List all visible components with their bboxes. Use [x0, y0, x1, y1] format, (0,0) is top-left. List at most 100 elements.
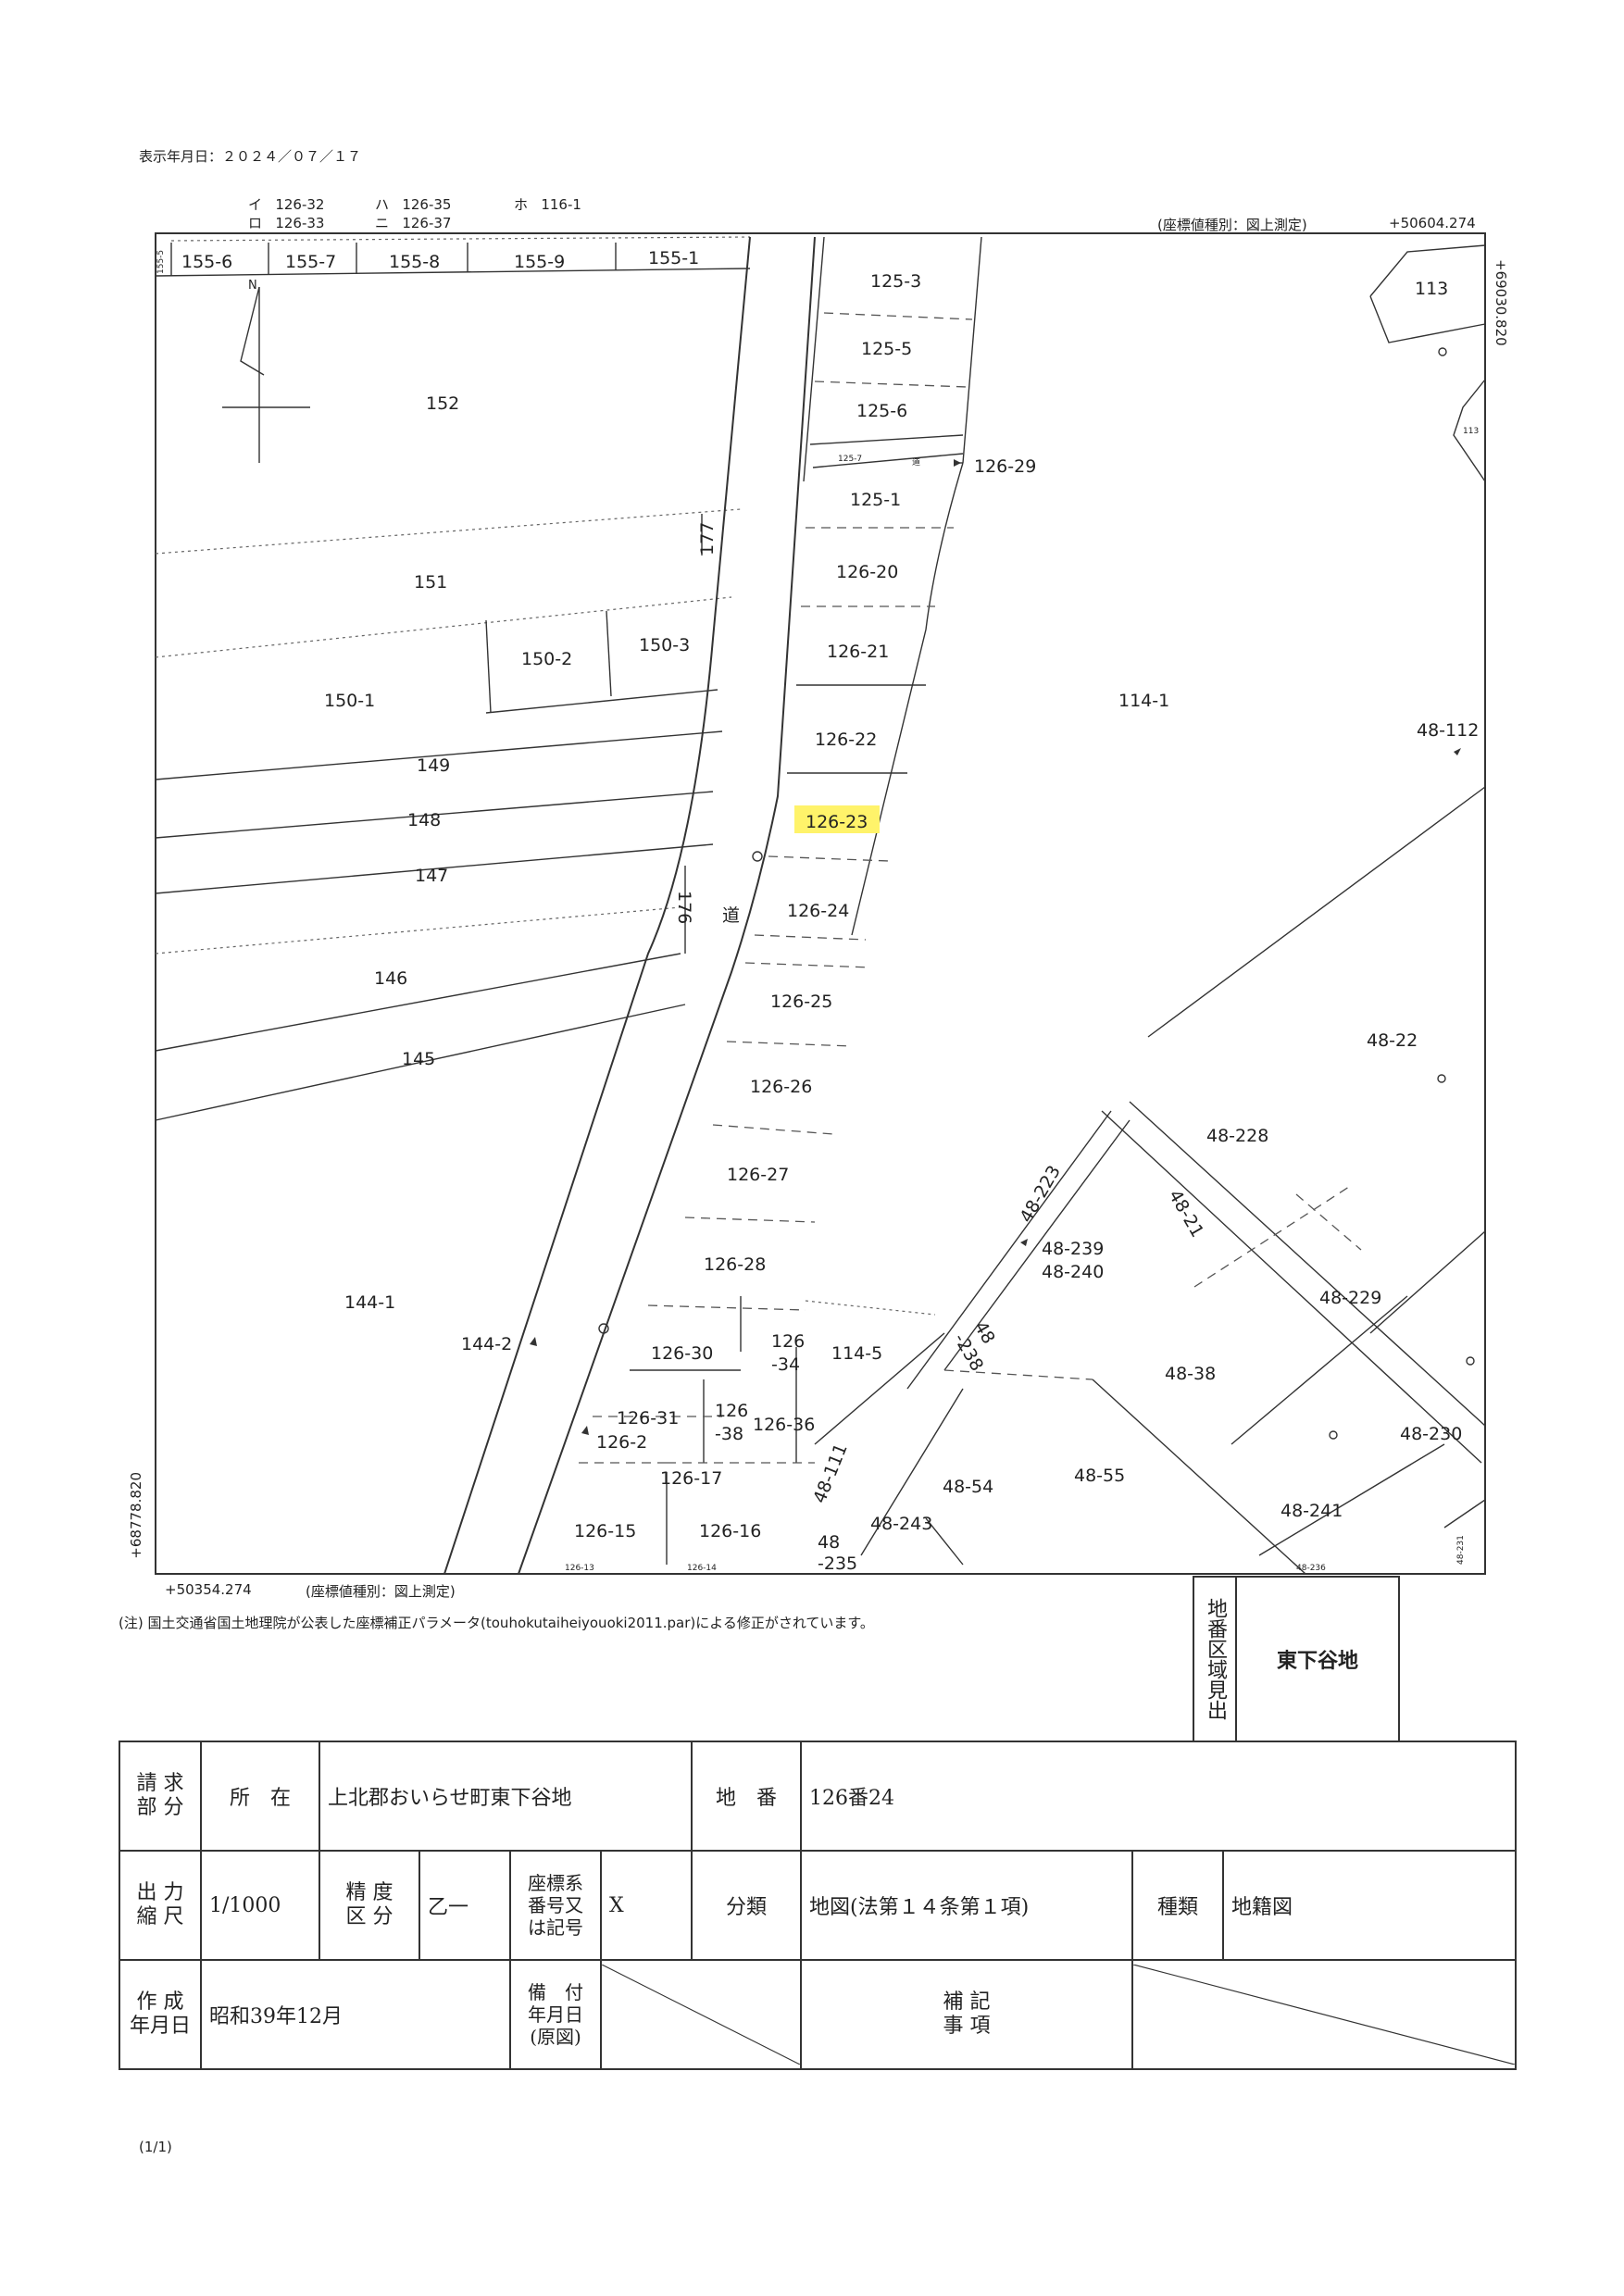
parcel-126-21: 126-21	[827, 642, 889, 662]
notes-label: 補 記 事 項	[800, 1959, 1133, 2070]
parcel-148: 148	[407, 810, 441, 830]
parcel-126-20: 126-20	[836, 562, 898, 582]
coord-top-right: +50604.274	[1389, 215, 1476, 231]
parcel-126-25: 126-25	[770, 992, 832, 1012]
coord-type-note-bottom: (座標値種別：図上測定)	[306, 1583, 456, 1600]
parcel-176: 176	[674, 891, 694, 924]
highlight-126-23	[794, 805, 880, 833]
parcel-146: 146	[374, 968, 407, 989]
parcel-177: 177	[697, 522, 718, 555]
parcel-48-231: 48-231	[1456, 1535, 1466, 1565]
parcel-125-1: 125-1	[850, 490, 901, 510]
parcel-126-38-top: 126	[715, 1401, 748, 1421]
parcel-126-14: 126-14	[687, 1564, 717, 1573]
parcel-155-8: 155-8	[389, 252, 440, 272]
parcel-48-111: 48-111	[809, 1441, 852, 1506]
parcel-126-36: 126-36	[753, 1415, 815, 1435]
parcel-145: 145	[402, 1049, 435, 1069]
parcel-48-240: 48-240	[1042, 1262, 1104, 1282]
parcel-48-228: 48-228	[1206, 1126, 1268, 1146]
installed-date-value	[600, 1959, 802, 2070]
location-label: 所 在	[200, 1741, 320, 1852]
parcel-125-5: 125-5	[861, 339, 912, 359]
lot-number-label: 地 番	[691, 1741, 802, 1852]
parcel-144-2: 144-2	[461, 1334, 512, 1354]
parcel-48-38: 48-38	[1165, 1364, 1216, 1384]
parcel-48-55: 48-55	[1074, 1466, 1125, 1486]
parcel-126-24: 126-24	[787, 901, 849, 921]
parcel-48-243: 48-243	[870, 1514, 932, 1534]
parcel-126-22: 126-22	[815, 730, 877, 750]
classification-value: 地図(法第１４条第１項)	[800, 1850, 1133, 1961]
parcel-125-3: 125-3	[870, 271, 921, 292]
legend-ro: ロ 126-33	[248, 215, 325, 231]
parcel-126-31: 126-31	[617, 1408, 679, 1429]
correction-note: (注) 国土交通省国土地理院が公表した座標補正パラメータ(touhokutaih…	[119, 1615, 874, 1631]
parcel-151: 151	[414, 572, 447, 593]
parcel-155-7: 155-7	[285, 252, 336, 272]
legend-ni: ニ 126-37	[375, 215, 452, 231]
parcel-155-9: 155-9	[514, 252, 565, 272]
parcel-126-17: 126-17	[660, 1468, 722, 1489]
parcel-126-26: 126-26	[750, 1077, 812, 1097]
parcel-48-112: 48-112	[1417, 720, 1479, 741]
parcel-147: 147	[415, 866, 448, 886]
coord-type-note-top: (座標値種別：図上測定)	[1157, 217, 1307, 233]
precision-value: 乙一	[418, 1850, 511, 1961]
legend-ha: ハ 126-35	[375, 196, 452, 213]
legend-ho: ホ 116-1	[514, 196, 581, 213]
parcel-150-2: 150-2	[521, 649, 572, 669]
parcel-150-3: 150-3	[639, 635, 690, 655]
coord-system-value: X	[600, 1850, 693, 1961]
page-number: (1/1)	[139, 2139, 172, 2155]
parcel-48-21: 48-21	[1165, 1187, 1208, 1242]
road-label: 道	[722, 905, 740, 926]
parcel-113-small: 113	[1463, 427, 1479, 436]
road-label-small: 道	[912, 456, 920, 468]
parcel-114-1: 114-1	[1118, 691, 1169, 711]
parcel-155-small: 155-5	[156, 250, 166, 274]
parcel-126-27: 126-27	[727, 1165, 789, 1185]
parcel-126-34-bottom: -34	[771, 1354, 800, 1375]
parcel-126-29: 126-29	[974, 456, 1036, 477]
map-frame	[155, 232, 1486, 1575]
request-part-label: 請 求 部 分	[119, 1741, 202, 1852]
parcel-113: 113	[1415, 279, 1448, 299]
parcel-155-6: 155-6	[181, 252, 232, 272]
parcel-48-230: 48-230	[1400, 1424, 1462, 1444]
parcel-152: 152	[426, 393, 459, 414]
installed-date-label: 備 付 年月日 (原図)	[509, 1959, 602, 2070]
coord-system-label: 座標系 番号又 は記号	[509, 1850, 602, 1961]
north-label: N	[248, 279, 257, 293]
legend-i: イ 126-32	[248, 196, 325, 213]
parcel-126-15: 126-15	[574, 1521, 636, 1541]
precision-label: 精 度 区 分	[319, 1850, 420, 1961]
parcel-126-28: 126-28	[704, 1254, 766, 1275]
created-date-value: 昭和39年12月	[200, 1959, 511, 2070]
parcel-150-1: 150-1	[324, 691, 375, 711]
parcel-125-6: 125-6	[856, 401, 907, 421]
parcel-48-229: 48-229	[1319, 1288, 1381, 1308]
region-name: 東下谷地	[1276, 1650, 1358, 1673]
type-value: 地籍図	[1222, 1850, 1517, 1961]
coord-right-vertical: +69030.820	[1493, 259, 1509, 346]
record-info-table: 請 求 部 分 所 在 上北郡おいらせ町東下谷地 地 番 126番24 出 力 …	[119, 1741, 1517, 2070]
parcel-126-30: 126-30	[651, 1343, 713, 1364]
parcel-48-54: 48-54	[943, 1477, 993, 1497]
parcel-125-7: 125-7	[838, 455, 862, 464]
parcel-48-241: 48-241	[1280, 1501, 1343, 1521]
region-heading-box: 地番区域見出 東下谷地	[1193, 1576, 1400, 1742]
scale-value: 1/1000	[200, 1850, 320, 1961]
north-arrow-icon	[222, 286, 310, 463]
type-label: 種類	[1131, 1850, 1224, 1961]
parcel-144-1: 144-1	[344, 1292, 395, 1313]
parcel-149: 149	[417, 755, 450, 776]
created-date-label: 作 成 年月日	[119, 1959, 202, 2070]
parcel-48-236: 48-236	[1296, 1564, 1326, 1573]
scale-label: 出 力 縮 尺	[119, 1850, 202, 1961]
display-date: 表示年月日：２０２４／０７／１７	[139, 148, 362, 165]
parcel-126-2: 126-2	[596, 1432, 647, 1453]
coord-bottom-left: +50354.274	[165, 1581, 252, 1598]
region-heading-label: 地番区域見出	[1194, 1578, 1237, 1741]
